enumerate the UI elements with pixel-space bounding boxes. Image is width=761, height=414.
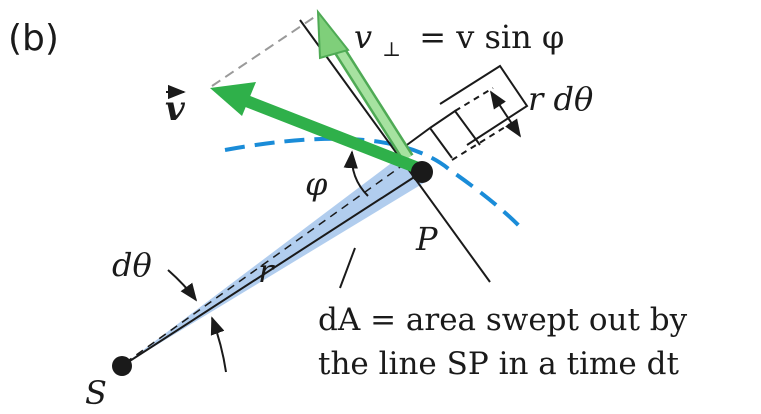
arc-boundary-inner-dashed xyxy=(451,123,511,161)
velocity-vector-arrowhead xyxy=(210,82,256,116)
orbit-path xyxy=(224,136,527,234)
rdtheta-dimension-arrow xyxy=(490,90,521,138)
phi-angle-arc xyxy=(343,150,369,197)
perp-sub: ⊥ xyxy=(382,37,401,61)
velocity-vector-shaft xyxy=(241,94,421,174)
radius-line xyxy=(121,171,423,367)
swept-area-wedge xyxy=(122,155,432,366)
panel-label: (b) xyxy=(8,18,59,59)
area-caption-line1: dA = area swept out by xyxy=(318,302,688,338)
arc-boundary-box xyxy=(439,64,529,146)
dtheta-upper-arc xyxy=(167,269,198,302)
phi-label: φ xyxy=(305,165,328,203)
area-caption-line2: the line SP in a time dt xyxy=(318,346,679,382)
construction-dashed-line xyxy=(211,15,317,87)
point-S-label: S xyxy=(85,374,107,412)
perp-rhs: = v sin φ xyxy=(419,18,564,56)
point-S-dot xyxy=(112,356,132,376)
dtheta-lower-arc xyxy=(210,316,227,373)
dtheta-label: dθ xyxy=(112,246,152,284)
perp-component-arrowhead xyxy=(316,8,350,60)
point-P-label: P xyxy=(415,220,438,258)
perp-lhs: v xyxy=(354,18,372,56)
perp-component-label: v ⊥ = v sin φ xyxy=(354,18,564,64)
tangent-line xyxy=(299,19,491,283)
arc-boundary-dashed xyxy=(454,87,494,112)
radius-dashed-line xyxy=(124,159,411,364)
arc-length-label: r dθ xyxy=(528,80,593,118)
radius-label: r xyxy=(258,252,275,290)
perp-component-shaft-fill xyxy=(329,37,412,161)
area-pointer-line xyxy=(339,247,356,289)
velocity-label: v xyxy=(165,89,186,129)
point-P-dot xyxy=(411,161,433,183)
